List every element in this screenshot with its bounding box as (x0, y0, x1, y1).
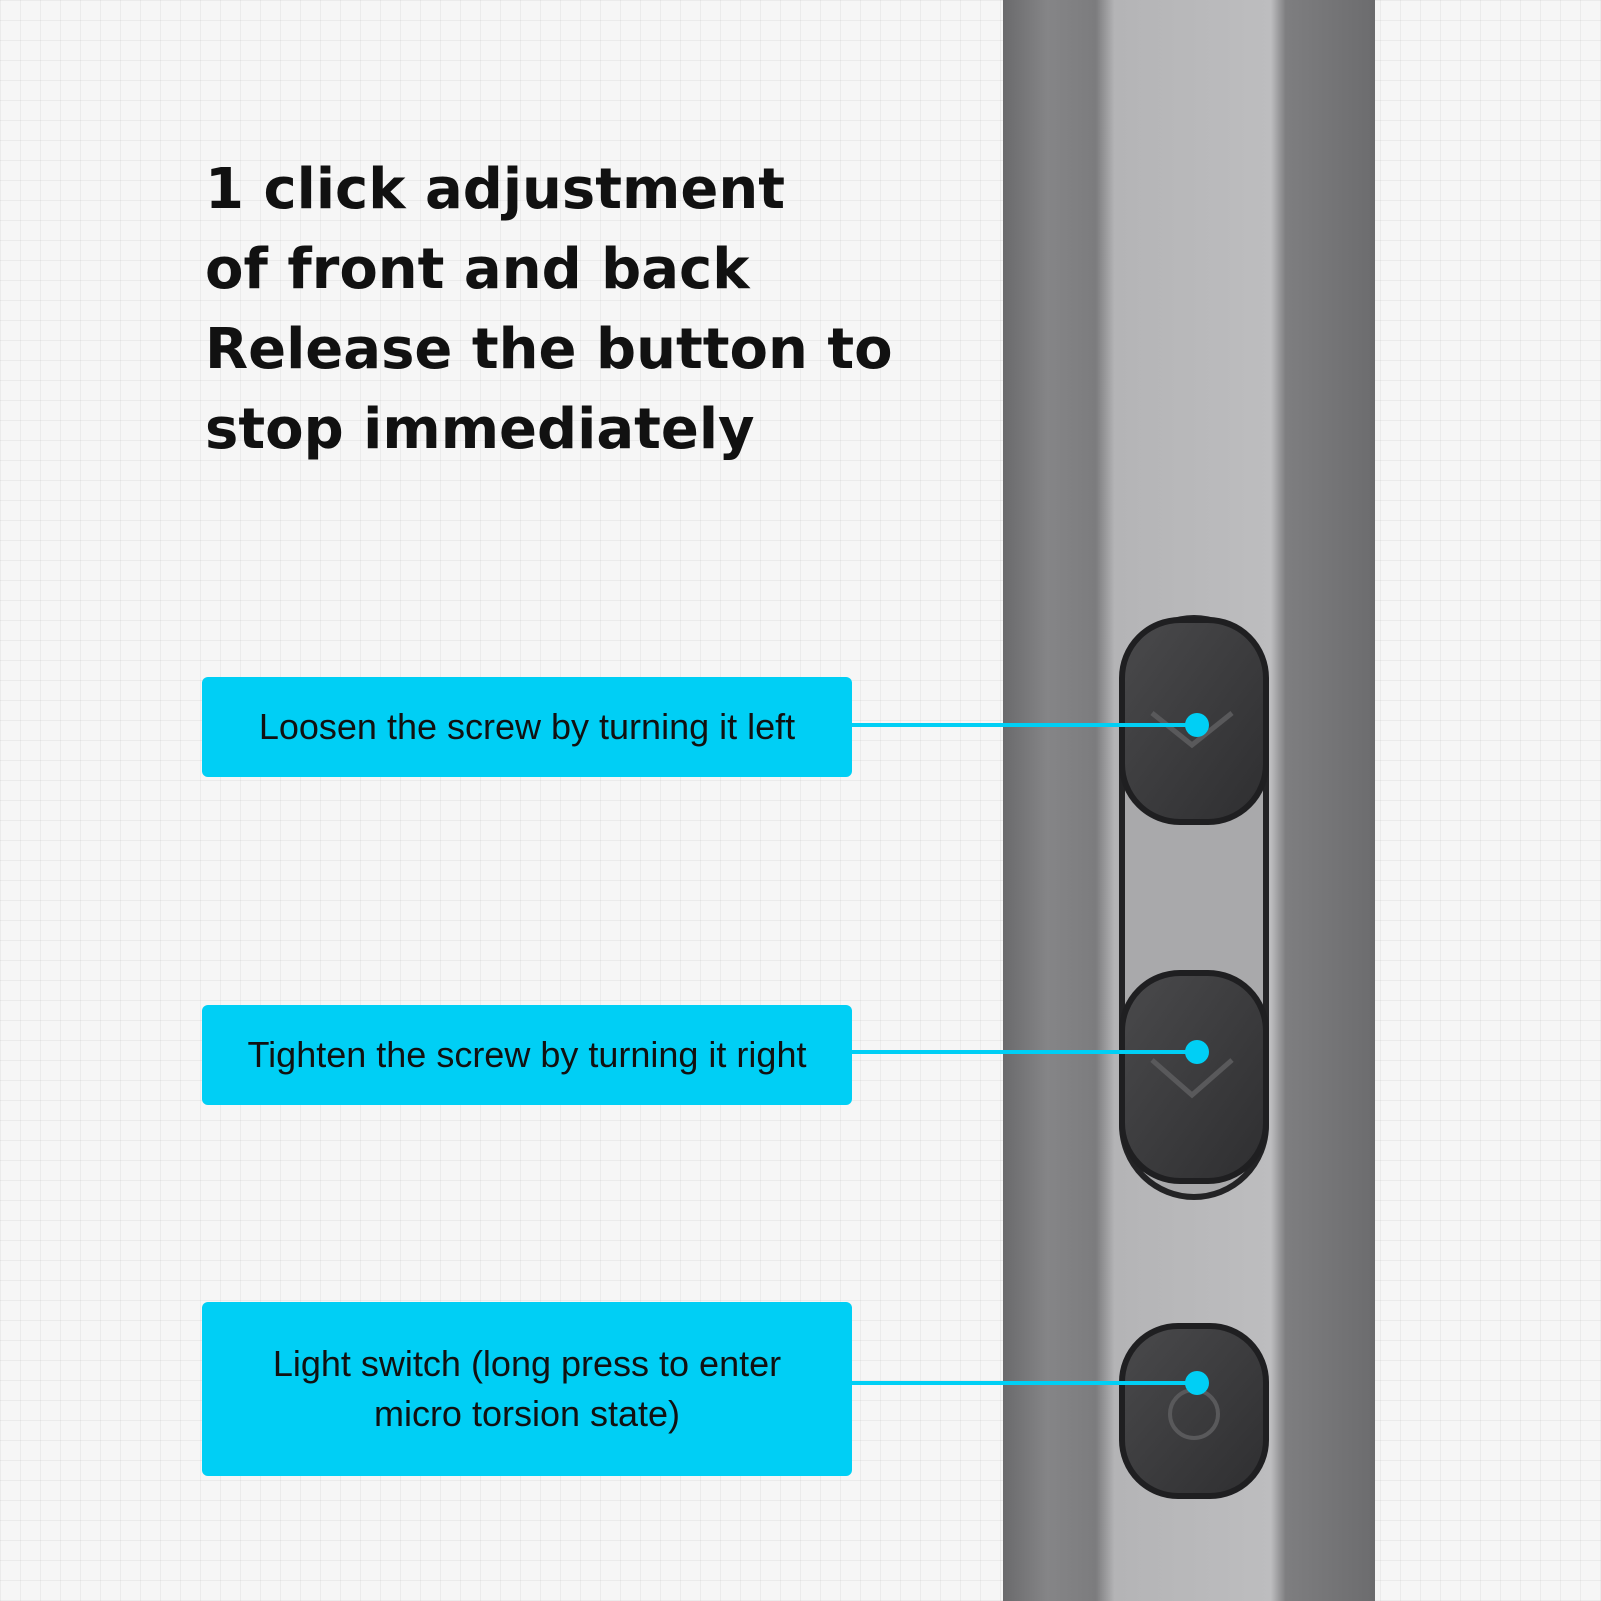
headline-line: Release the button to (205, 317, 893, 382)
headline-line: stop immediately (205, 397, 755, 462)
callout-text: Tighten the screw by turning it right (247, 1034, 807, 1075)
headline-line: 1 click adjustment (205, 157, 785, 222)
headline: 1 click adjustment of front and back Rel… (205, 150, 893, 470)
leader-line-3 (852, 1371, 1209, 1395)
callout-text: micro torsion state) (373, 1393, 681, 1434)
leader-line-1 (852, 713, 1209, 737)
callout-light-switch: Light switch (long press to enter micro … (202, 1302, 852, 1476)
light-switch-button[interactable] (1119, 1323, 1269, 1499)
leader-line-2 (852, 1040, 1209, 1064)
callout-text: Light switch (long press to enter (272, 1343, 782, 1384)
chevron-down-icon (1150, 1058, 1234, 1099)
callout-loosen: Loosen the screw by turning it left (202, 677, 852, 777)
callout-text: Loosen the screw by turning it left (258, 706, 796, 747)
tighten-button[interactable] (1119, 970, 1269, 1184)
callout-tighten: Tighten the screw by turning it right (202, 1005, 852, 1105)
headline-line: of front and back (205, 237, 750, 302)
